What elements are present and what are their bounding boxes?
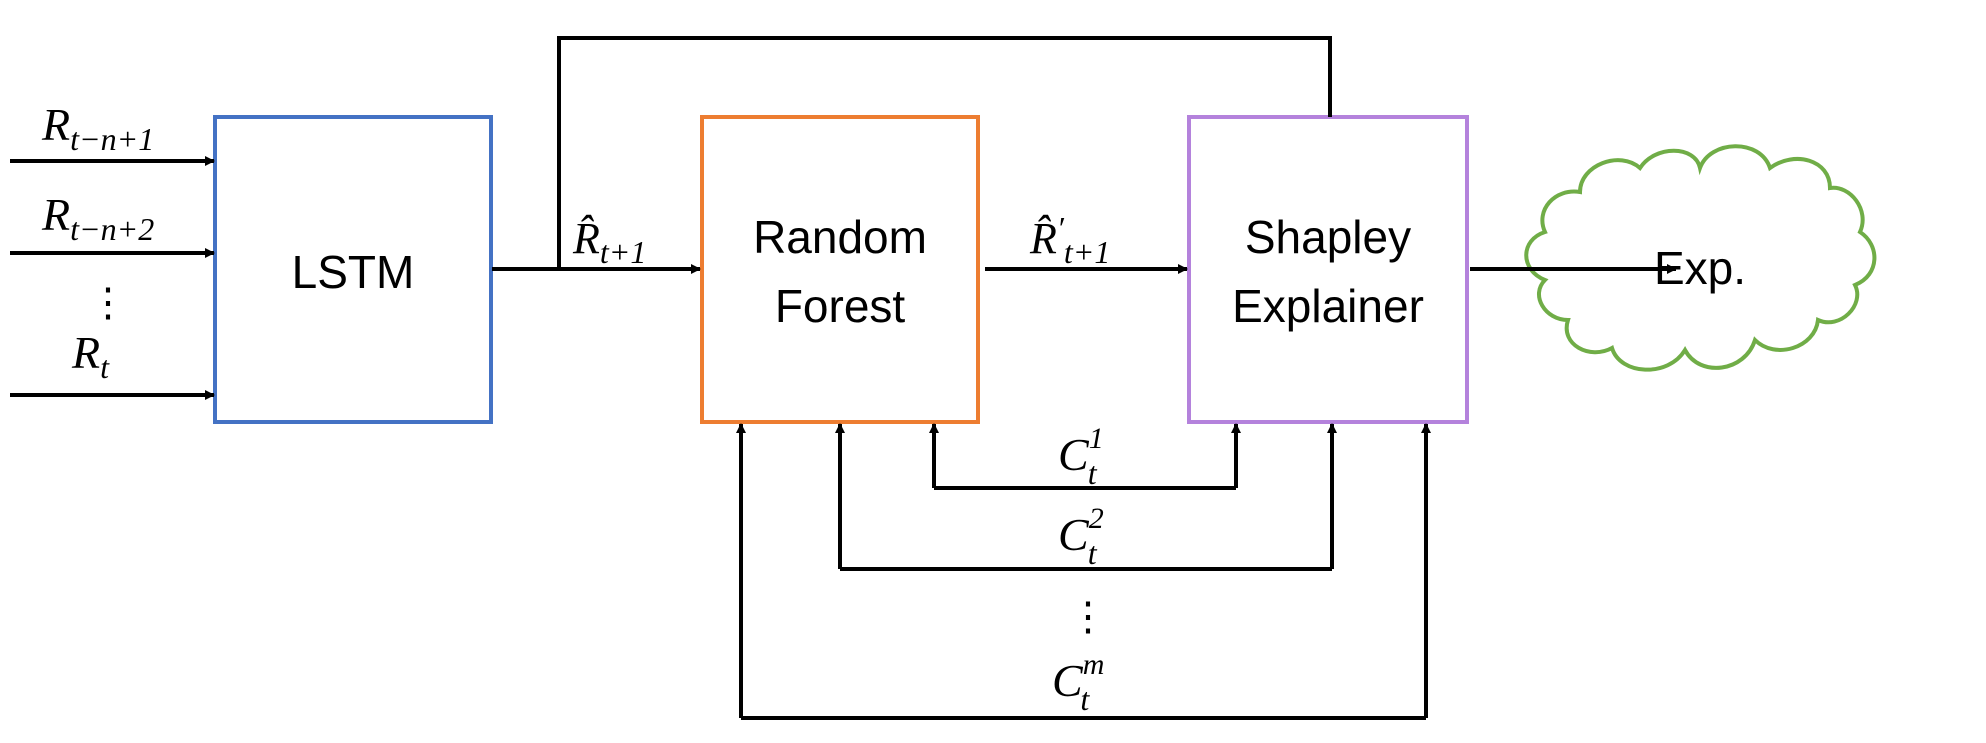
input-label-r2: Rt−n+2 — [41, 189, 154, 247]
random-forest-label-line2: Forest — [775, 280, 906, 332]
shapley-label-line2: Explainer — [1232, 280, 1424, 332]
shapley-explainer-box — [1187, 115, 1469, 424]
random-forest-box — [700, 115, 980, 424]
shapley-label-line1: Shapley — [1245, 211, 1411, 263]
covariate-vdots: ⋮ — [1068, 595, 1108, 639]
input-label-rt: Rt — [71, 327, 110, 385]
lstm-box — [213, 115, 493, 424]
input-vdots: ⋮ — [88, 281, 128, 325]
input-label-r1: Rt−n+1 — [41, 99, 154, 157]
edge-label-r-hat-prime: R̂′t+1 — [1029, 210, 1110, 270]
edge-label-r-hat: R̂t+1 — [572, 214, 646, 270]
edge-bypass — [557, 36, 1332, 269]
random-forest-label-line1: Random — [753, 211, 927, 263]
lstm-label: LSTM — [292, 246, 415, 298]
exp-cloud-icon — [1524, 144, 1877, 372]
